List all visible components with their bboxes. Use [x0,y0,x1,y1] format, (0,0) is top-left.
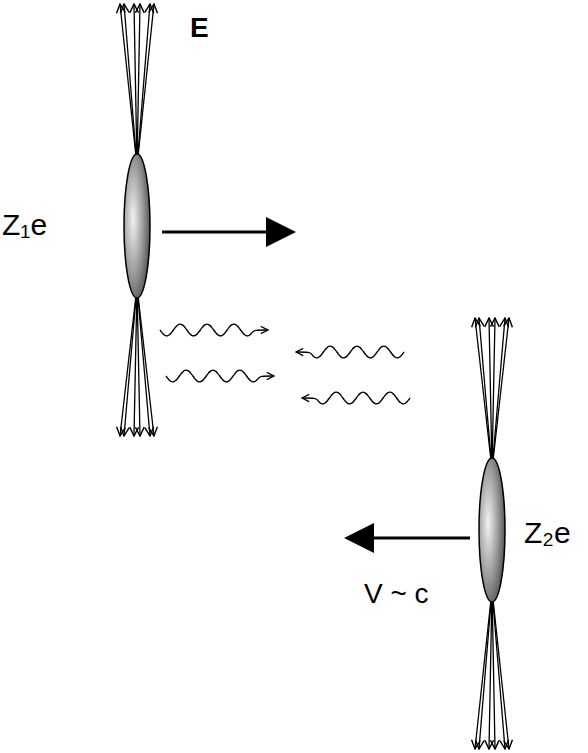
field-line [479,598,491,749]
field-line [138,4,154,158]
field-line [120,4,136,158]
field-line [479,318,491,462]
velocity-arrow [162,231,272,234]
field-line [493,318,505,462]
velocity-arrow [368,537,470,540]
photon-arrow [296,346,404,358]
charge-label: Z₁e [2,210,47,240]
nucleus [124,154,150,298]
photon-arrow [166,370,274,382]
field-line [138,4,150,158]
field-line [475,318,491,462]
field-line [134,4,137,158]
photon-arrow [302,392,410,404]
field-line [124,4,136,158]
field-label: E [190,14,209,42]
charge-label: Z₂e [524,518,571,548]
field-line [124,294,136,436]
field-line [138,294,150,436]
field-line [493,598,505,749]
field-line [138,294,154,436]
field-line [475,598,491,749]
nucleus [479,458,505,602]
illustration-group [120,4,509,749]
field-line [489,318,492,462]
field-line [489,598,492,749]
field-line [120,294,136,436]
field-line [134,294,137,436]
field-line [493,318,509,462]
photon-arrow [160,324,268,336]
velocity-label: V ~ c [364,580,429,608]
field-line [493,598,509,749]
